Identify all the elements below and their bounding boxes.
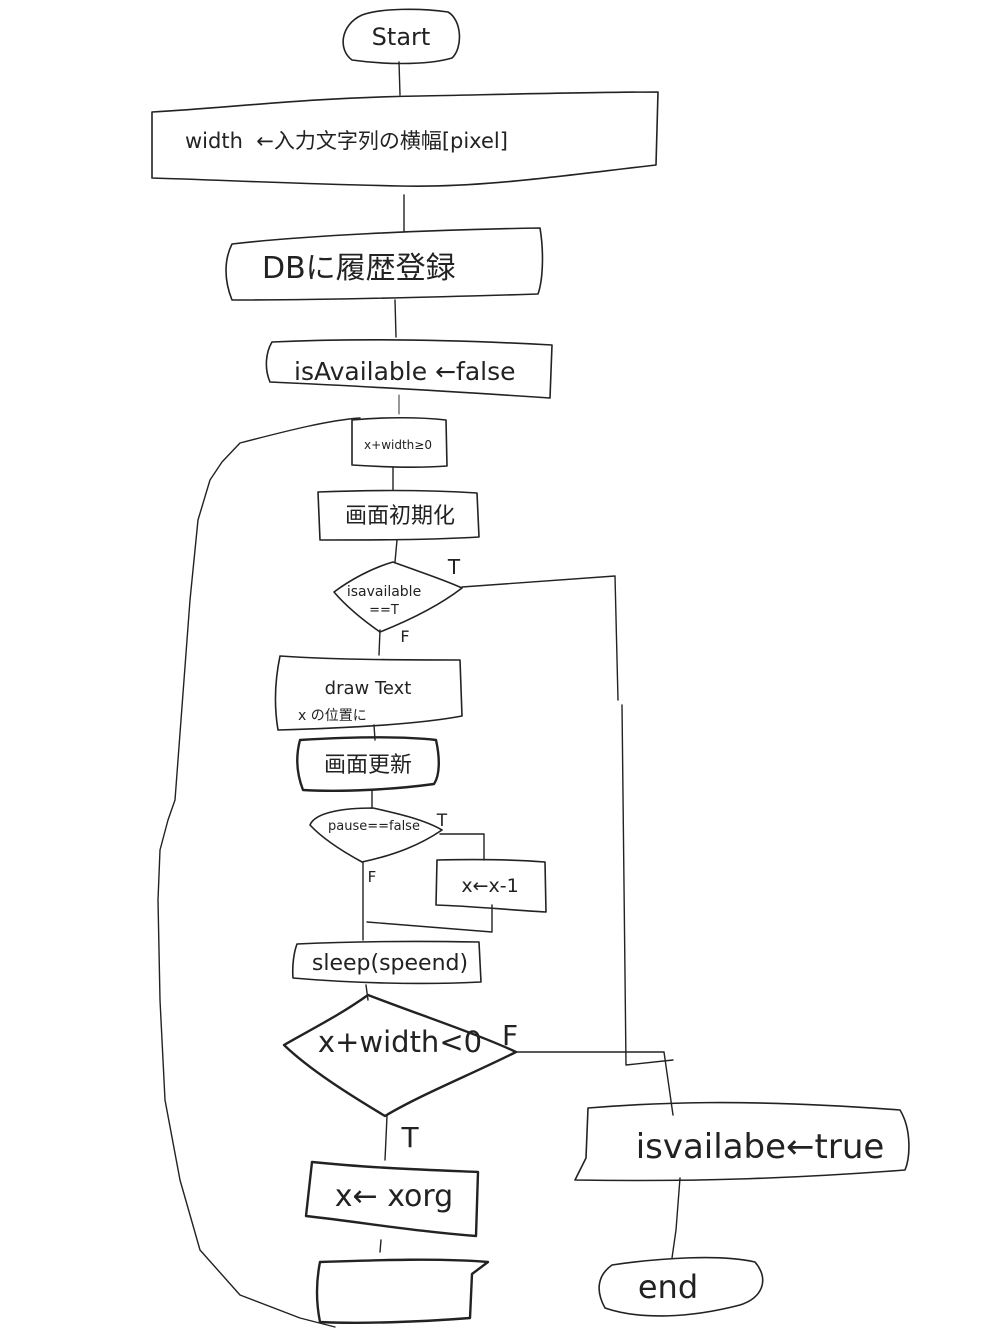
decision-width-label: x+width<0 xyxy=(318,1025,482,1059)
connector-pause-true-to-decrement xyxy=(439,833,485,861)
connector-available-to-end xyxy=(671,1177,681,1259)
draw-text-box: draw Text x の位置に xyxy=(274,655,463,731)
draw-text-sublabel: x の位置に xyxy=(298,708,367,724)
decision-width-true-label: T xyxy=(400,1121,419,1154)
connector-screen-init-to-decision xyxy=(394,539,398,563)
connector-reset-to-loop-end xyxy=(379,1239,382,1253)
loop-start-label: x+width≥0 xyxy=(364,438,432,452)
connector-decrement-merge xyxy=(366,904,493,933)
init-available-label: isAvailable ←false xyxy=(294,357,516,386)
decision-available-label: isavailable xyxy=(347,584,421,600)
end-label: end xyxy=(638,1268,698,1306)
sleep-box: sleep(speend) xyxy=(291,940,482,985)
connector-width-false-to-available xyxy=(514,1051,674,1116)
connector-sleep-to-decision xyxy=(365,984,369,1001)
init-available-box: isAvailable ←false xyxy=(265,339,553,399)
decision-pause-false-label: F xyxy=(368,868,377,886)
measure-width-label: width ←入力文字列の横幅[pixel] xyxy=(185,129,508,153)
sleep-label: sleep(speend) xyxy=(312,951,468,976)
connector-loop-back-line xyxy=(157,417,361,1328)
screen-init-label: 画面初期化 xyxy=(345,504,455,529)
decision-width-false-label: F xyxy=(502,1019,518,1052)
connector-lines xyxy=(157,61,681,1328)
set-available-label: isvailabe←true xyxy=(636,1127,885,1167)
decision-width: x+width<0 F T xyxy=(282,993,518,1154)
set-available-box: isvailabe←true xyxy=(574,1101,910,1182)
reset-x-box: x← xorg xyxy=(304,1160,480,1238)
decision-pause-true-label: T xyxy=(436,811,448,831)
connector-available-true-branch xyxy=(461,575,674,1066)
decision-available: isavailable ==T T F xyxy=(333,555,463,646)
decision-pause-label: pause==false xyxy=(328,819,420,834)
screen-init-box: 画面初期化 xyxy=(317,489,480,541)
decrement-x-box: x←x-1 xyxy=(435,858,547,913)
loop-start-box: x+width≥0 xyxy=(351,416,448,468)
start-label: Start xyxy=(372,23,431,51)
measure-width-box: width ←入力文字列の横幅[pixel] xyxy=(151,91,659,188)
decision-available-false-label: F xyxy=(400,627,409,646)
draw-text-label: draw Text xyxy=(325,678,412,699)
connector-db-to-init xyxy=(394,299,397,338)
decision-available-true-label: T xyxy=(447,555,461,579)
db-register-label: DBに履歴登録 xyxy=(262,251,456,286)
end-terminal: end xyxy=(598,1256,764,1317)
connector-width-true-to-reset xyxy=(384,1115,388,1161)
decrement-x-label: x←x-1 xyxy=(461,875,518,897)
decision-pause: pause==false T F xyxy=(309,807,448,886)
decision-available-sublabel: ==T xyxy=(369,603,399,618)
screen-update-label: 画面更新 xyxy=(324,753,412,778)
connector-start-to-width xyxy=(398,61,401,96)
loop-end-box xyxy=(315,1258,490,1324)
db-register-box: DBに履歴登録 xyxy=(225,227,544,301)
reset-x-label: x← xorg xyxy=(335,1179,453,1214)
screen-update-box: 画面更新 xyxy=(296,736,440,792)
connector-decision-to-draw xyxy=(378,629,381,656)
start-terminal: Start xyxy=(342,8,461,65)
